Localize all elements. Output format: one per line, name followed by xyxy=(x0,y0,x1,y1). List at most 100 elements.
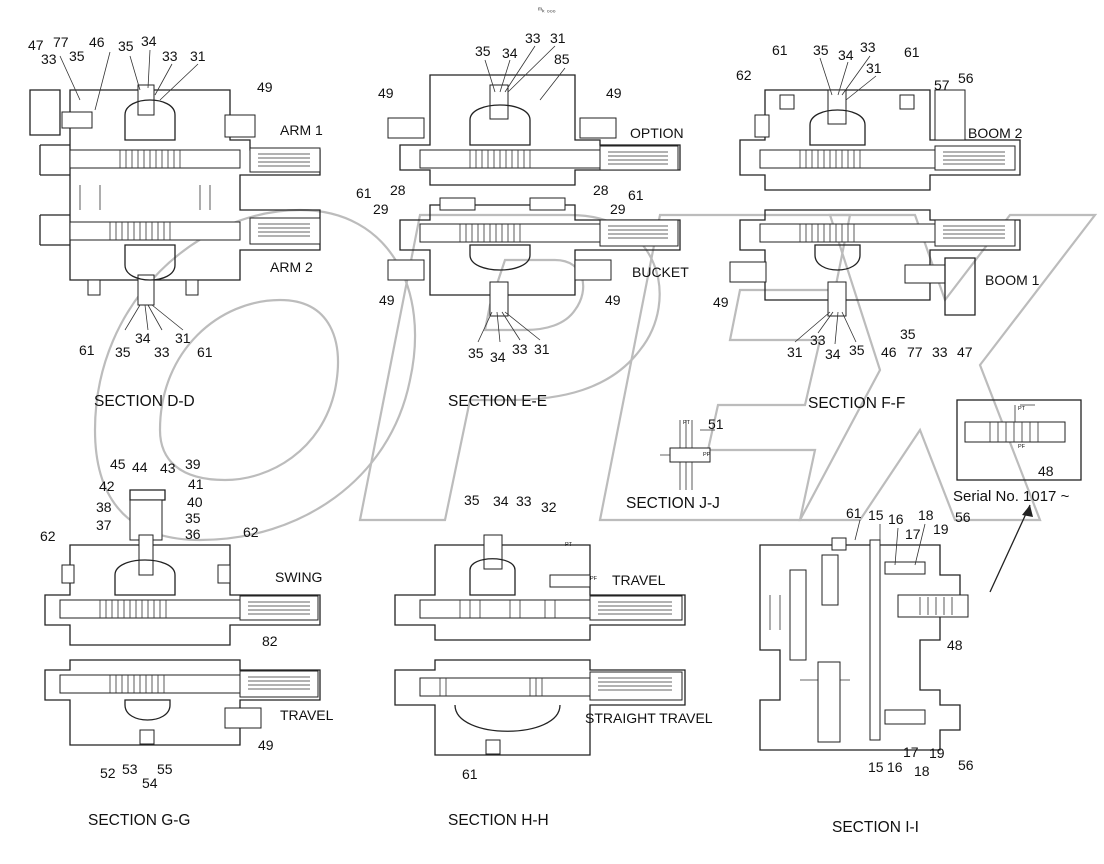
callout-ff: 62 xyxy=(736,67,752,83)
callout-gg: 52 xyxy=(100,765,116,781)
leader-lines xyxy=(59,45,926,566)
callout-gg: 37 xyxy=(96,517,112,533)
callout-gg: 40 xyxy=(187,494,203,510)
callout-hh: 32 xyxy=(541,499,557,515)
serial-note: Serial No. 1017 ~ xyxy=(953,488,1070,505)
section-hh-drawing xyxy=(394,534,686,756)
callout-dd: 61 xyxy=(79,342,95,358)
callout-dd: 35 xyxy=(69,48,85,64)
callout-gg: 44 xyxy=(132,459,148,475)
label-swing: SWING xyxy=(275,569,322,585)
section-jj-title: SECTION J-J xyxy=(626,495,720,512)
callout-ii: 19 xyxy=(929,745,945,761)
label-arm-2: ARM 2 xyxy=(270,259,313,275)
callout-dd: 46 xyxy=(89,34,105,50)
callout-dd: 61 xyxy=(197,344,213,360)
callout-ee: 61 xyxy=(628,187,644,203)
callout-ee: 33 xyxy=(525,30,541,46)
section-ii-title: SECTION I-I xyxy=(832,819,919,836)
callout-gg: 41 xyxy=(188,476,204,492)
label-bucket: BUCKET xyxy=(632,264,689,280)
callout-ii: 18 xyxy=(918,507,934,523)
section-hh-title: SECTION H-H xyxy=(448,812,549,829)
callout-ii: 61 xyxy=(846,505,862,521)
callout-ff: 49 xyxy=(713,294,729,310)
port-tag: PT xyxy=(1018,406,1026,412)
label-travel-hh: TRAVEL xyxy=(612,572,666,588)
section-ff-drawing xyxy=(729,89,1021,317)
callout-gg: 42 xyxy=(99,478,115,494)
label-travel-gg: TRAVEL xyxy=(280,707,334,723)
callout-ff: 47 xyxy=(957,344,973,360)
callout-dd: 47 xyxy=(28,37,44,53)
callout-ii: 17 xyxy=(905,526,921,542)
callout-hh: 33 xyxy=(516,493,532,509)
callout-gg: 35 xyxy=(185,510,201,526)
callout-dd: 34 xyxy=(135,330,151,346)
section-gg-title: SECTION G-G xyxy=(88,812,190,829)
callout-inset-48: 48 xyxy=(1038,463,1054,479)
callout-gg: 38 xyxy=(96,499,112,515)
callout-ii: 48 xyxy=(947,637,963,653)
callout-ee: 61 xyxy=(356,185,372,201)
callout-gg: 82 xyxy=(262,633,278,649)
callout-ff: 31 xyxy=(866,60,882,76)
callout-ii: 15 xyxy=(868,507,884,523)
callout-ee: 28 xyxy=(593,182,609,198)
callout-ff: 34 xyxy=(838,47,854,63)
section-ii-drawing xyxy=(759,537,969,751)
serial-arrow xyxy=(989,504,1031,593)
callout-ff: 61 xyxy=(904,44,920,60)
serial-arrow-head xyxy=(1022,505,1033,517)
callout-dd: 33 xyxy=(162,48,178,64)
callout-ee: 49 xyxy=(605,292,621,308)
callout-gg: 55 xyxy=(157,761,173,777)
callout-ii: 18 xyxy=(914,763,930,779)
callout-ff: 35 xyxy=(900,326,916,342)
section-ee-drawing xyxy=(387,74,681,317)
callout-ii: 16 xyxy=(888,511,904,527)
port-tag: PF xyxy=(590,576,598,582)
label-boom-2: BOOM 2 xyxy=(968,125,1023,141)
section-ee-title: SECTION E-E xyxy=(448,393,547,410)
callout-gg: 53 xyxy=(122,761,138,777)
callout-dd: 49 xyxy=(257,79,273,95)
callout-ee: 49 xyxy=(379,292,395,308)
callout-dd: 77 xyxy=(53,34,69,50)
callout-dd: 34 xyxy=(141,33,157,49)
callout-ee: 31 xyxy=(534,341,550,357)
callout-ff: 35 xyxy=(849,342,865,358)
section-dd-title: SECTION D-D xyxy=(94,393,195,410)
callout-ee: 29 xyxy=(373,201,389,217)
header-mark: ᵐₖ ₀₀₀ xyxy=(538,7,556,14)
callout-ii: 15 xyxy=(868,759,884,775)
label-straight-travel: STRAIGHT TRAVEL xyxy=(585,710,713,726)
callout-hh: 35 xyxy=(464,492,480,508)
port-tag: PF xyxy=(1018,444,1026,450)
label-boom-1: BOOM 1 xyxy=(985,272,1040,288)
callout-ff: 77 xyxy=(907,344,923,360)
callout-ee: 28 xyxy=(390,182,406,198)
callout-dd: 31 xyxy=(190,48,206,64)
callout-ff: 57 xyxy=(934,77,950,93)
callout-ff: 33 xyxy=(932,344,948,360)
callout-gg: 43 xyxy=(160,460,176,476)
callout-gg: 49 xyxy=(258,737,274,753)
callout-hh: 34 xyxy=(493,493,509,509)
callout-ee: 34 xyxy=(502,45,518,61)
callout-ii: 56 xyxy=(955,509,971,525)
callout-ee: 31 xyxy=(550,30,566,46)
port-tag: PT xyxy=(565,542,573,548)
callout-gg: 39 xyxy=(185,456,201,472)
callout-gg: 62 xyxy=(40,528,56,544)
port-tag: PP xyxy=(703,452,711,458)
callout-dd: 33 xyxy=(154,344,170,360)
section-ff-title: SECTION F-F xyxy=(808,395,905,412)
callout-ee: 49 xyxy=(378,85,394,101)
callout-ff: 33 xyxy=(860,39,876,55)
callout-hh: 61 xyxy=(462,766,478,782)
callout-gg: 54 xyxy=(142,775,158,791)
callout-ee: 33 xyxy=(512,341,528,357)
callout-ii: 56 xyxy=(958,757,974,773)
callout-gg: 62 xyxy=(243,524,259,540)
